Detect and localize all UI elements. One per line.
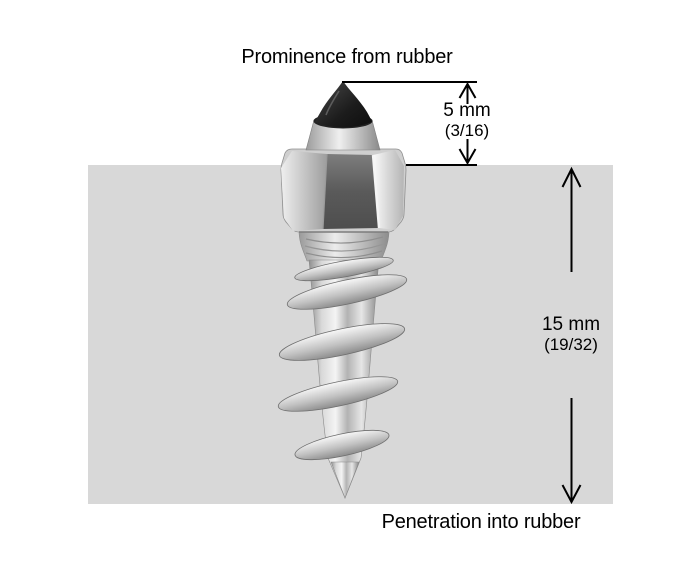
arrowhead-down-icon <box>561 398 582 505</box>
prominence-measurement: 5 mm (3/16) <box>407 100 527 140</box>
prominence-imperial-value: (3/16) <box>444 121 490 140</box>
penetration-metric-value: 15 mm <box>541 314 601 335</box>
prominence-metric-value: 5 mm <box>443 100 491 121</box>
penetration-dimension <box>561 166 582 505</box>
stud-neck <box>298 229 390 262</box>
stud <box>277 81 408 499</box>
prominence-dimension <box>342 81 477 166</box>
stud-carbide-tip <box>313 81 373 129</box>
stud-hex-head <box>280 148 407 233</box>
penetration-label: Penetration into rubber <box>381 511 581 533</box>
prominence-label: Prominence from rubber <box>241 46 453 68</box>
penetration-measurement: 15 mm (19/32) <box>512 314 630 354</box>
arrowhead-up-icon <box>458 81 477 104</box>
dimension-lines <box>342 81 582 505</box>
arrowhead-down-icon <box>458 139 477 166</box>
stud-threads <box>277 256 408 461</box>
stud-point <box>330 461 360 499</box>
penetration-imperial-value: (19/32) <box>544 335 598 354</box>
arrowhead-up-icon <box>561 166 582 272</box>
